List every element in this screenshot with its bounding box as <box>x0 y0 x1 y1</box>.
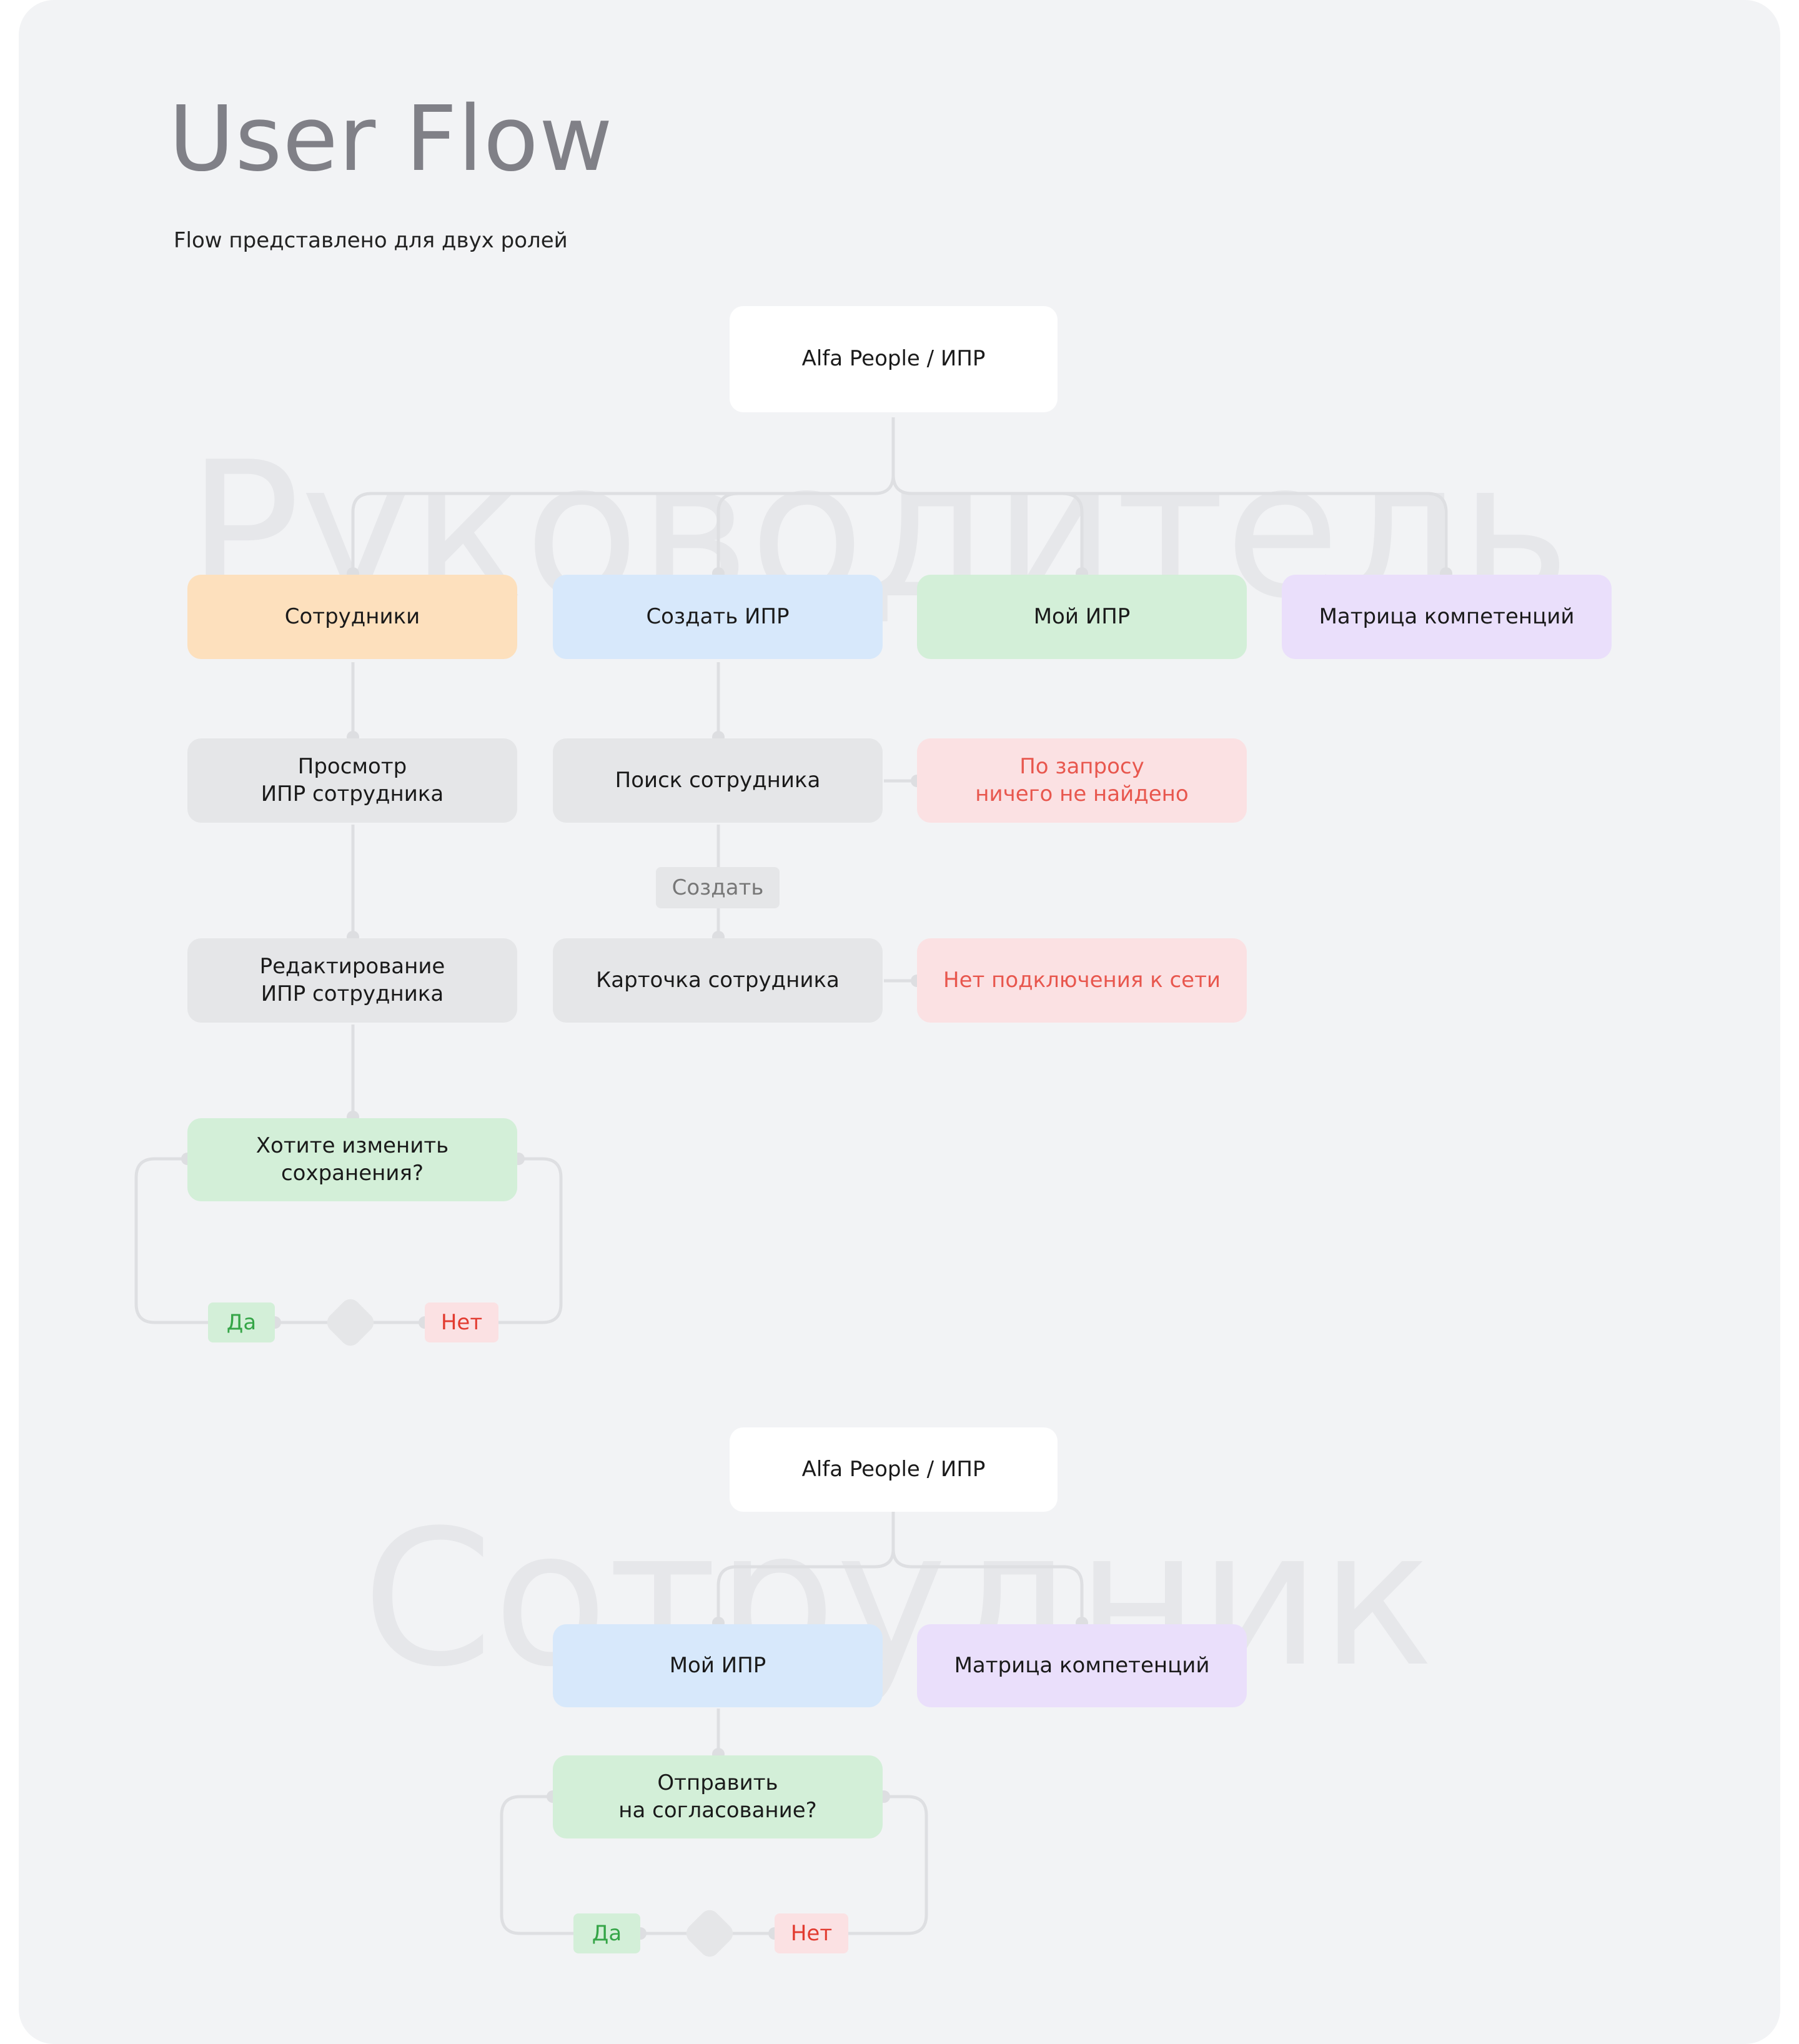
edit-employee-ipr-node[interactable]: Редактирование ИПР сотрудника <box>187 938 517 1023</box>
nothing-found-node[interactable]: По запросу ничего не найдено <box>917 738 1247 823</box>
manager-no-label: Нет <box>425 1302 498 1342</box>
employee-root-node[interactable]: Alfa People / ИПР <box>730 1427 1058 1512</box>
create-ipr-node[interactable]: Создать ИПР <box>553 575 883 659</box>
manager-root-node[interactable]: Alfa People / ИПР <box>730 306 1058 412</box>
employee-card-node[interactable]: Карточка сотрудника <box>553 938 883 1023</box>
employee-no-label: Нет <box>775 1913 848 1953</box>
save-changes-question-node[interactable]: Хотите изменить сохранения? <box>187 1118 517 1201</box>
employees-node[interactable]: Сотрудники <box>187 575 517 659</box>
page-subtitle: Flow представлено для двух ролей <box>174 228 568 253</box>
competency-matrix-node[interactable]: Матрица компетенций <box>1282 575 1612 659</box>
search-employee-node[interactable]: Поиск сотрудника <box>553 738 883 823</box>
manager-yes-label: Да <box>208 1302 275 1342</box>
employee-my-ipr-node[interactable]: Мой ИПР <box>553 1624 883 1707</box>
send-for-approval-question-node[interactable]: Отправить на согласование? <box>553 1755 883 1838</box>
employee-competency-matrix-node[interactable]: Матрица компетенций <box>917 1624 1247 1707</box>
employee-yes-label: Да <box>573 1913 640 1953</box>
no-network-node[interactable]: Нет подключения к сети <box>917 938 1247 1023</box>
create-action-label: Создать <box>656 867 780 908</box>
page-title: User Flow <box>169 86 613 191</box>
my-ipr-node[interactable]: Мой ИПР <box>917 575 1247 659</box>
view-employee-ipr-node[interactable]: Просмотр ИПР сотрудника <box>187 738 517 823</box>
